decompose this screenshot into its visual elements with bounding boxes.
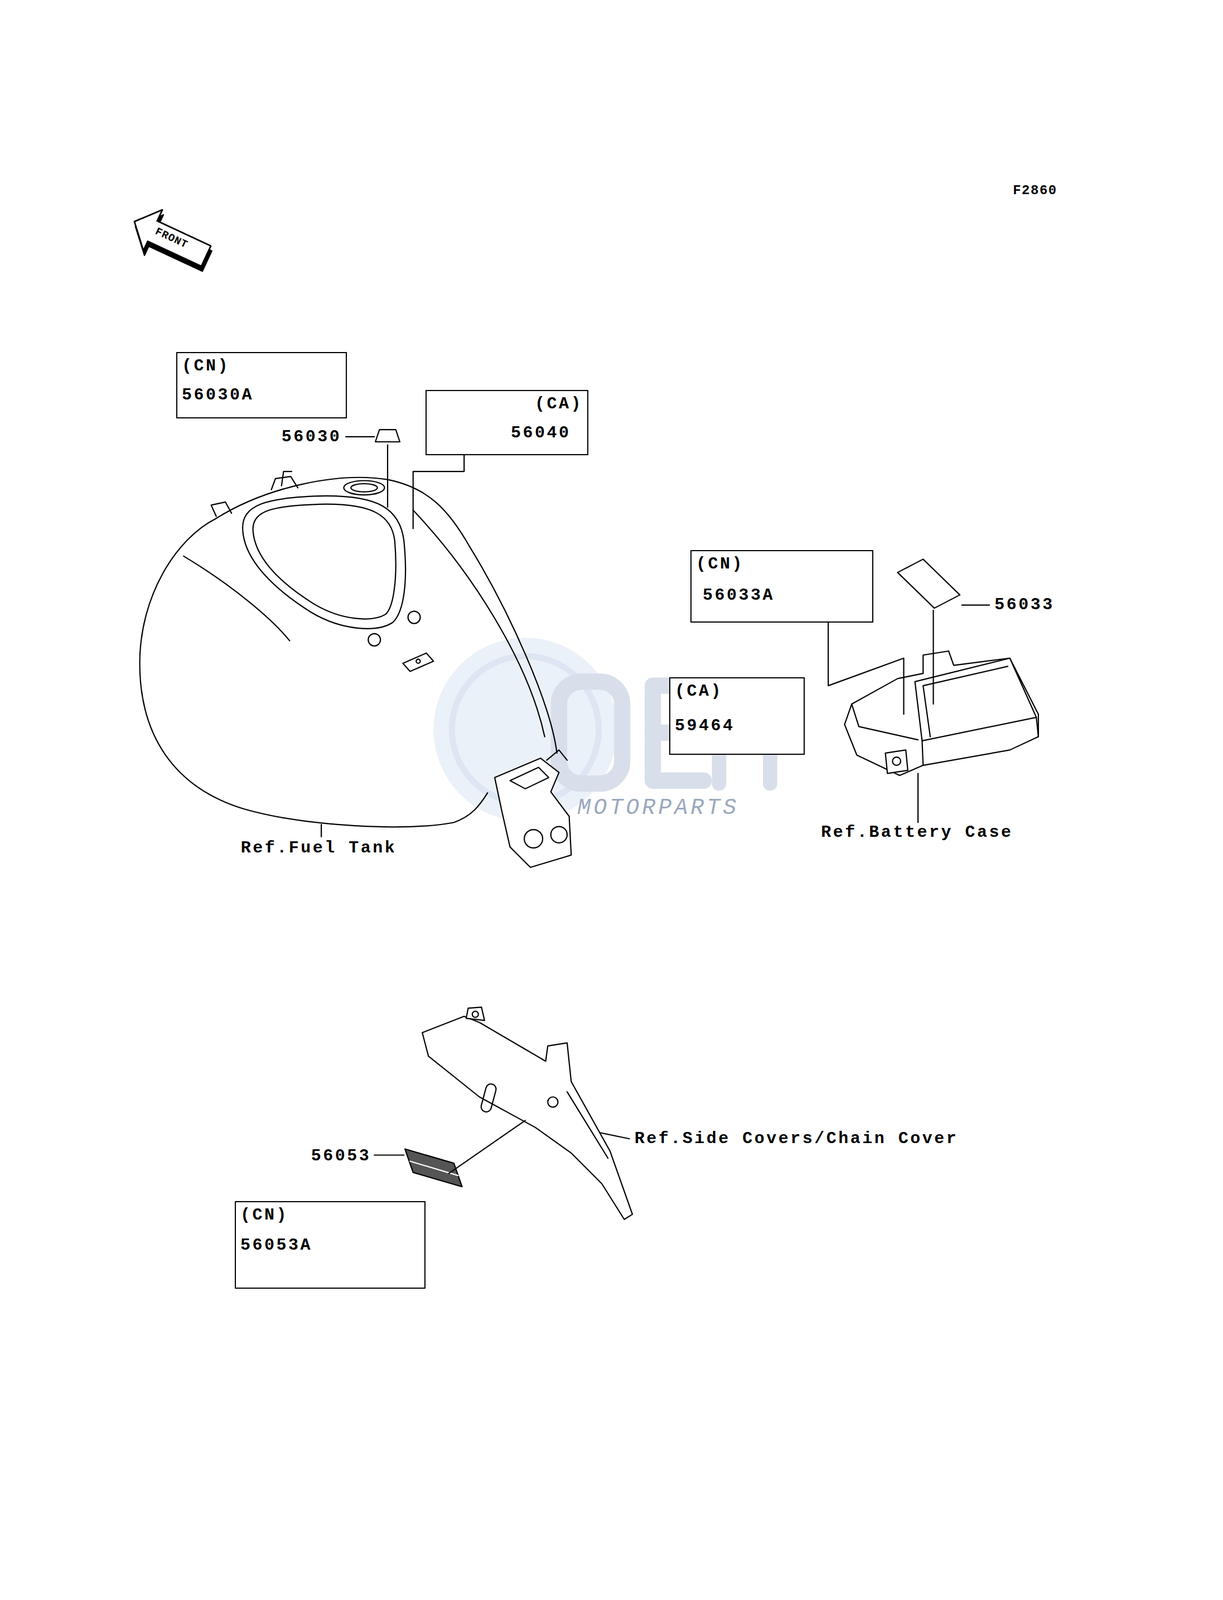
chain-cover [422,1006,633,1219]
chain-cover [547,1096,558,1107]
reference-label: Ref.Fuel Tank [240,838,398,858]
fuel-tank [413,510,545,737]
fuel-tank [524,829,543,848]
fuel-tank [343,480,385,496]
leader-line [828,622,904,715]
callout-box: (CN) 56033A [690,549,874,623]
chain-cover [422,1016,633,1220]
leader-line [374,1153,404,1155]
fuel-tank [546,749,568,760]
watermark-logo [558,681,622,784]
part-number: 56030A [181,385,254,405]
callout-box: (CA) 59464 [669,677,805,755]
fuel-tank [350,483,378,492]
leader-line [917,772,919,823]
part-number: 56033A [702,585,775,606]
fuel-tank [216,477,558,753]
watermark-logo [433,637,771,821]
fuel-tank [281,471,292,486]
chain-cover [567,1091,608,1158]
callout-number: 56030 [281,427,342,447]
fuel-tank [510,766,550,789]
callout-number: 56053 [311,1146,372,1166]
fuel-tank [408,611,421,624]
fuel-tank [494,757,572,868]
region-code: (CA) [534,394,583,414]
fuel-tank [271,476,299,490]
fuel-tank [253,504,396,620]
chain-cover [480,1082,498,1113]
decal-icon [375,429,400,442]
battery-case [892,756,901,766]
callout-box: (CN) 56030A [176,351,347,419]
battery-case [885,749,908,773]
callout-box: (CN) 56053A [234,1200,426,1289]
region-code: (CA) [674,681,723,702]
fuel-tank [368,633,381,646]
part-number: 56053A [240,1235,313,1255]
leader-line [932,610,934,704]
fuel-tank [183,556,290,641]
decal-icon [404,1148,462,1187]
leader-line [257,393,990,1240]
region-code: (CN) [181,356,230,376]
part-number: 56040 [510,423,572,443]
fuel-tank [242,495,406,629]
fuel-tank [139,471,572,868]
chain-cover [472,1011,479,1018]
callout-number: 56033 [994,595,1055,615]
reference-label: Ref.Battery Case [820,822,1013,843]
decal-icon [897,558,961,608]
battery-case [851,703,918,740]
front-arrow [124,201,216,276]
leader-line [345,436,375,438]
fuel-tank [416,659,420,664]
part-number: 59464 [674,716,736,736]
fuel-tank [402,653,434,672]
battery-case [922,665,1008,737]
front-arrow [123,201,219,281]
leader-line [387,444,389,507]
leader-line [413,455,464,529]
leader-line [962,604,990,606]
figure-number: F2860 [1012,182,1058,199]
fuel-tank [211,501,232,517]
reference-label: Ref.Side Covers/Chain Cover [634,1128,959,1149]
fuel-tank [550,826,568,843]
leader-line [320,824,322,837]
decal-icon [409,1160,458,1176]
fuel-tank [139,518,488,827]
region-code: (CN) [240,1205,289,1225]
battery-case [921,717,1039,766]
leader-line [599,1132,630,1139]
region-code: (CN) [695,554,744,574]
chain-cover [466,1006,485,1021]
callout-box: (CA) 56040 [425,389,589,456]
leader-line [448,1119,526,1173]
watermark: MOTORPARTS [577,795,739,821]
